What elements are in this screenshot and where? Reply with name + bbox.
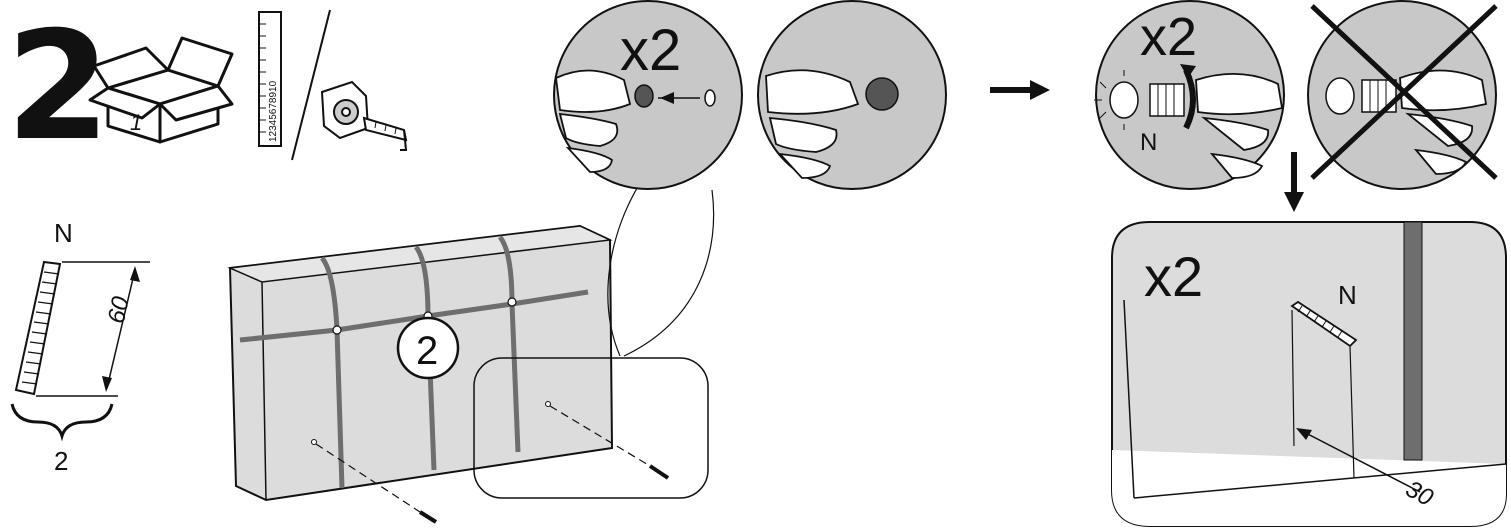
detail-right-part-id: N [1140, 129, 1157, 156]
strap-band [1403, 221, 1423, 461]
headboard-panel: 2 [227, 224, 709, 524]
detail-bottom-part-id: N [1338, 280, 1357, 310]
divider-slash [291, 9, 331, 161]
box-number: 1 [130, 110, 142, 135]
detail-bottom-multiplier: x2 [1144, 245, 1203, 308]
box-icon: 1 [88, 36, 234, 144]
sunburst-marks [1094, 70, 1125, 130]
detail-cap-seated [757, 0, 947, 190]
ruler-icon: 12345678910 [258, 11, 282, 147]
detail-rod-placement: x2 N 30 [1111, 221, 1507, 527]
part-id-label: N [54, 218, 73, 248]
right-rod [648, 464, 670, 480]
zoom-frame [473, 357, 709, 499]
cap-icon [634, 84, 654, 108]
down-arrow-icon [1284, 152, 1304, 212]
ruler-digits: 12345678910 [268, 80, 279, 142]
rod-thread [21, 271, 60, 385]
left-hole [311, 439, 317, 445]
detail-screw-in: x2 N [1094, 0, 1285, 190]
tape-measure-icon [320, 80, 408, 151]
panel-callout-number: 2 [416, 329, 438, 373]
zoom-leader-left [607, 179, 643, 357]
quantity-label: 2 [54, 446, 68, 476]
panel-callout-circle [396, 316, 460, 380]
detail-wrong-way [1307, 0, 1498, 190]
part-n-rod: N 60 2 [10, 218, 150, 476]
right-hole [545, 401, 551, 407]
rod-threads-icon [1149, 83, 1185, 117]
detail-press-cap: x2 [553, 0, 743, 190]
insert-hole-icon [1109, 81, 1139, 119]
cross-out-icon [1310, 4, 1498, 180]
seated-cap-icon [865, 77, 899, 111]
right-arrow-icon [990, 80, 1050, 100]
step-number: 2 [6, 0, 110, 174]
left-rod [418, 510, 438, 524]
quantity-brace [10, 403, 114, 442]
hand-thumb [555, 69, 632, 113]
dimension-length: 60 [103, 294, 135, 326]
detail-top-multiplier: x2 [620, 18, 681, 83]
zoom-leader-right [623, 189, 715, 357]
detail-right-multiplier: x2 [1140, 7, 1197, 67]
